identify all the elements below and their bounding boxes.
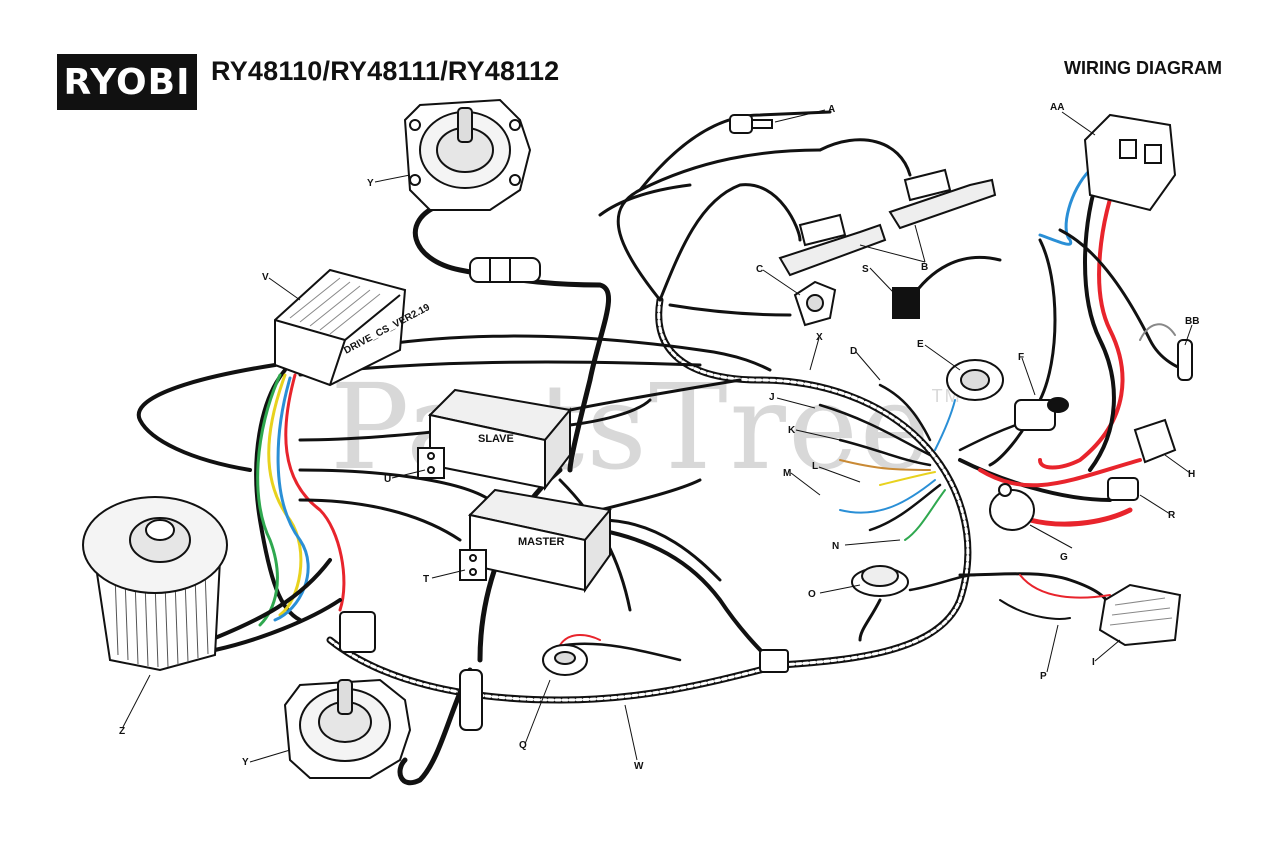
callout-w: W xyxy=(634,761,644,772)
seat-switch-o xyxy=(851,565,909,597)
callout-y-top: Y xyxy=(367,178,374,189)
callout-r: R xyxy=(1168,510,1176,521)
callout-c: C xyxy=(756,264,763,275)
sensor-a xyxy=(729,114,773,134)
callout-aa: AA xyxy=(1050,102,1064,113)
master-label: MASTER xyxy=(518,536,565,548)
callout-p: P xyxy=(1040,671,1047,682)
callout-n: N xyxy=(832,541,839,552)
diagram-title: WIRING DIAGRAM xyxy=(1064,58,1222,78)
callout-k: K xyxy=(788,425,796,436)
motor-y-top xyxy=(403,98,532,211)
callout-f: F xyxy=(1018,352,1024,363)
buzzer-q xyxy=(542,644,588,676)
ryobi-logo: RYOBI xyxy=(57,54,197,110)
callout-d: D xyxy=(850,346,857,357)
callout-i: I xyxy=(1092,657,1095,668)
solenoid-g xyxy=(989,483,1035,531)
logo-text: RYOBI xyxy=(63,61,191,103)
slave-controller-u: SLAVE xyxy=(417,388,572,491)
callout-u: U xyxy=(384,474,391,485)
callout-o: O xyxy=(808,589,816,600)
callout-h: H xyxy=(1188,469,1195,480)
connector-s xyxy=(892,287,920,319)
callout-q: Q xyxy=(519,740,527,751)
terminal-block-aa xyxy=(1083,113,1177,212)
connector-c xyxy=(793,280,837,327)
motor-y-connector xyxy=(469,257,541,283)
breaker-h xyxy=(1133,418,1177,464)
switch-f xyxy=(1014,397,1069,431)
drive-controller-v: DRIVE_CS_VER2.19 xyxy=(274,268,432,387)
callout-x: X xyxy=(816,332,823,343)
callout-s: S xyxy=(862,264,869,275)
callout-l: L xyxy=(812,461,818,472)
slave-label: SLAVE xyxy=(478,433,514,445)
callout-a: A xyxy=(828,104,835,115)
fuse-bb xyxy=(1177,339,1193,381)
fuse-r xyxy=(1107,477,1139,501)
callout-m: M xyxy=(783,468,791,479)
harness-x xyxy=(655,296,972,669)
model-numbers: RY48110/RY48111/RY48112 xyxy=(211,56,560,86)
callout-j: J xyxy=(769,392,775,403)
headlights-b xyxy=(778,168,997,277)
harness-connector xyxy=(339,611,789,731)
callout-e: E xyxy=(917,339,924,350)
callout-bb: BB xyxy=(1185,316,1199,327)
callout-g: G xyxy=(1060,552,1068,563)
motor-y-bottom xyxy=(283,678,412,779)
key-switch-e xyxy=(946,359,1004,401)
callout-z: Z xyxy=(119,726,125,737)
callout-v: V xyxy=(262,272,269,283)
callout-y-bottom: Y xyxy=(242,757,249,768)
callout-b: B xyxy=(921,262,928,273)
drive-motor-z xyxy=(82,496,228,672)
master-controller-t: MASTER xyxy=(459,488,612,594)
callout-t: T xyxy=(423,574,429,585)
regulator-i xyxy=(1098,583,1182,647)
harness-x-inner xyxy=(657,298,970,667)
harness-w-inner xyxy=(328,638,782,702)
